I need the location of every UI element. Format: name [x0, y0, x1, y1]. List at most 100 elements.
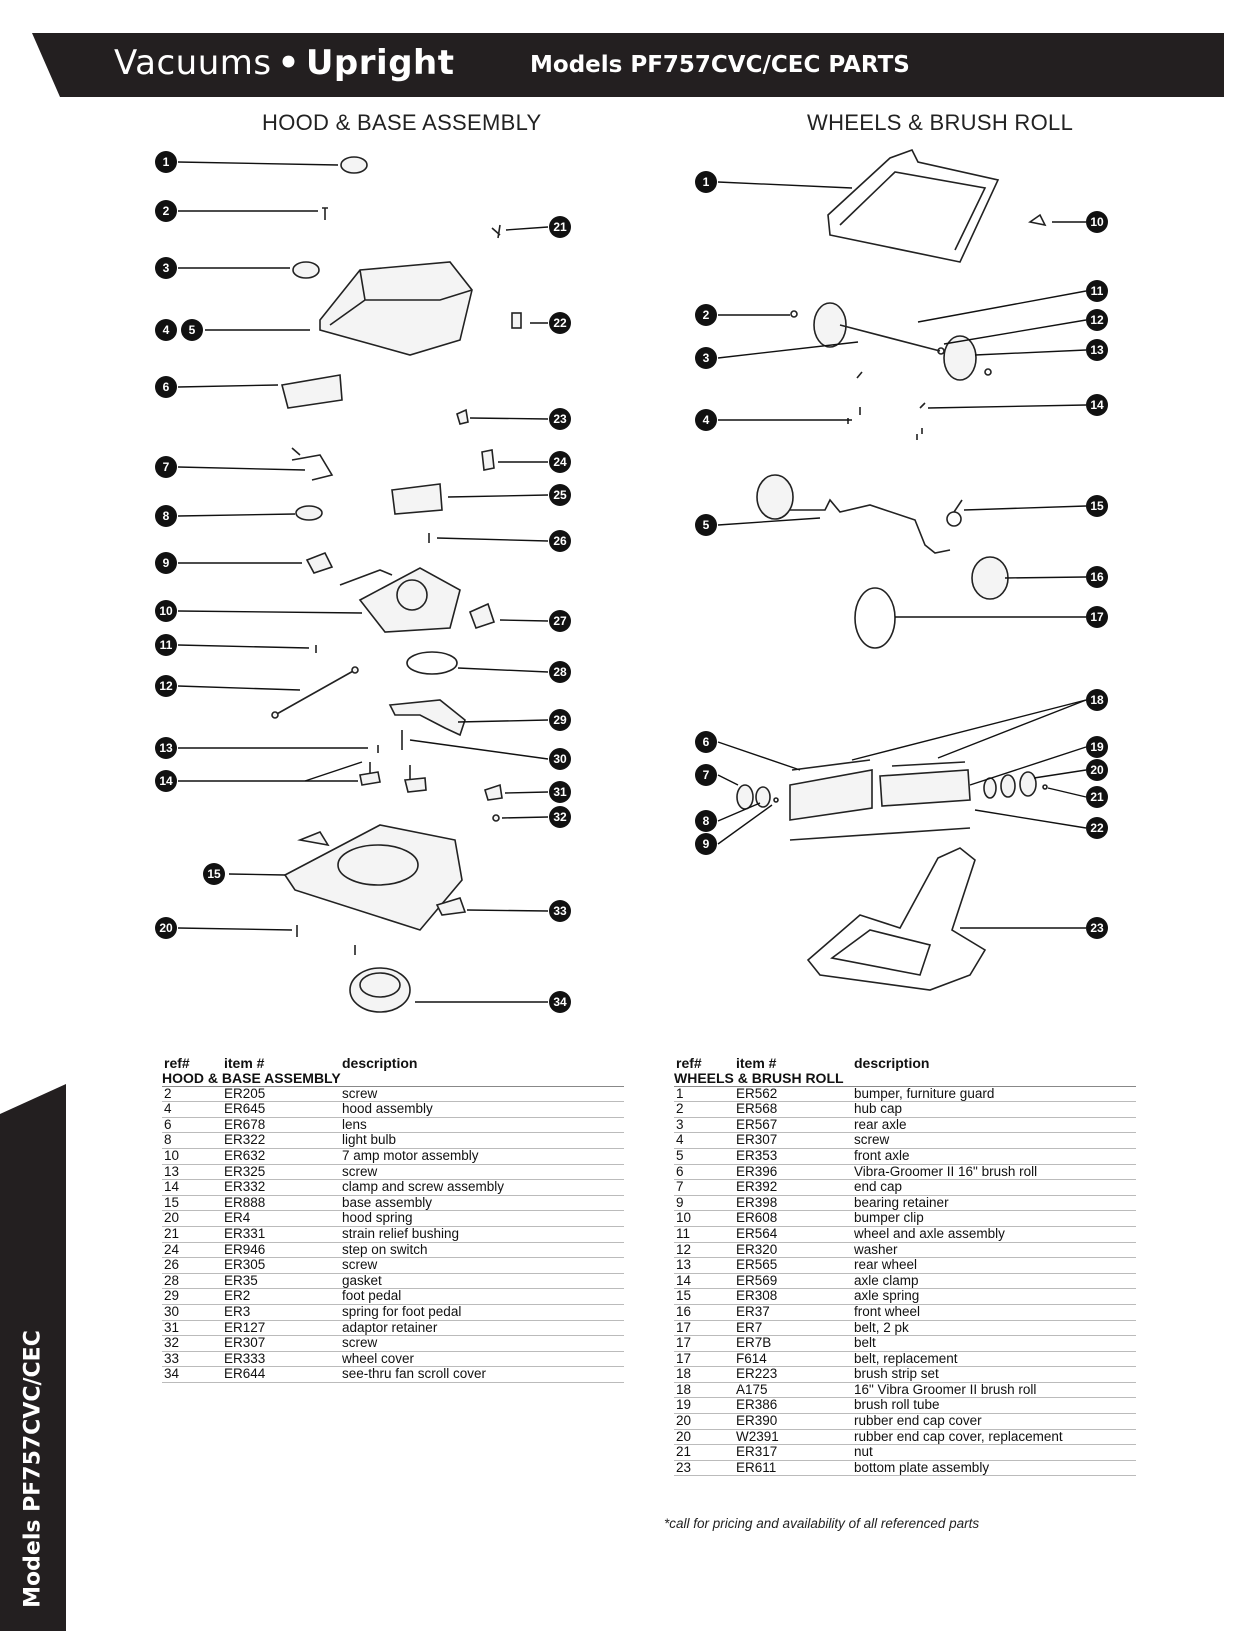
description-cell: base assembly — [342, 1195, 624, 1212]
description-cell: screw — [342, 1258, 624, 1274]
callout-badge: 19 — [1086, 736, 1108, 758]
ref-cell: 7 — [674, 1180, 736, 1196]
callout-number: 9 — [703, 837, 710, 851]
bullet-separator: • — [277, 43, 300, 83]
callout-number: 1 — [703, 175, 710, 189]
wheels-parts-drawings — [736, 149, 1048, 991]
callout-circle — [155, 319, 177, 341]
wheels-leader-lines — [717, 181, 1087, 929]
table-header: ref# item # description — [162, 1055, 624, 1071]
callout-badge: 29 — [549, 709, 571, 731]
ref-cell: 20 — [674, 1429, 736, 1446]
callout-circle — [549, 900, 571, 922]
header-banner: Vacuums•Upright Models PF757CVC/CEC PART… — [32, 33, 1224, 97]
callout-number: 4 — [703, 413, 710, 427]
item-cell: ER333 — [224, 1351, 342, 1368]
callout-badge: 30 — [549, 748, 571, 770]
callout-badge: 12 — [155, 675, 177, 697]
item-cell: ER2 — [224, 1289, 342, 1305]
callout-circle — [1086, 211, 1108, 233]
callout-number: 2 — [163, 204, 170, 218]
callout-circle — [549, 709, 571, 731]
callout-badge: 26 — [549, 530, 571, 552]
ref-cell: 32 — [162, 1335, 224, 1352]
item-cell: ER562 — [736, 1086, 854, 1103]
callout-badge: 11 — [1086, 280, 1108, 302]
callout-circle — [695, 409, 717, 431]
item-cell: ER390 — [736, 1413, 854, 1430]
callout-circle — [155, 634, 177, 656]
callout-badge: 13 — [1086, 339, 1108, 361]
ref-cell: 21 — [162, 1226, 224, 1243]
callout-circle — [155, 737, 177, 759]
callout-badge: 25 — [549, 484, 571, 506]
description-cell: strain relief bushing — [342, 1226, 624, 1243]
item-cell: ER331 — [224, 1226, 342, 1243]
item-cell: ER35 — [224, 1273, 342, 1290]
item-cell: ER305 — [224, 1258, 342, 1274]
ref-cell: 20 — [162, 1211, 224, 1227]
callout-circle — [1086, 736, 1108, 758]
callout-number: 20 — [159, 921, 173, 935]
type-label: Upright — [305, 43, 455, 83]
callout-number: 27 — [553, 614, 567, 628]
ref-cell: 5 — [674, 1148, 736, 1165]
callout-number: 32 — [553, 810, 567, 824]
item-cell: ER888 — [224, 1195, 342, 1212]
callout-number: 13 — [1090, 343, 1104, 357]
ref-cell: 11 — [674, 1226, 736, 1243]
callout-badge: 14 — [155, 770, 177, 792]
callout-badge: 31 — [549, 781, 571, 803]
callout-badge: 8 — [695, 810, 717, 832]
callout-number: 23 — [1090, 921, 1104, 935]
callout-circle — [695, 347, 717, 369]
callout-badge: 13 — [155, 737, 177, 759]
group-label: WHEELS & BRUSH ROLL — [674, 1071, 1136, 1087]
ref-cell: 2 — [162, 1086, 224, 1103]
callout-circle — [549, 781, 571, 803]
hood-parts-table: ref# item # description HOOD & BASE ASSE… — [162, 1055, 624, 1383]
description-cell: spring for foot pedal — [342, 1304, 624, 1321]
callout-circle — [155, 257, 177, 279]
callout-circle — [1086, 817, 1108, 839]
wheels-parts-table: ref# item # description WHEELS & BRUSH R… — [674, 1055, 1136, 1477]
callout-badge: 18 — [1086, 689, 1108, 711]
callout-circle — [155, 505, 177, 527]
callout-badge: 23 — [1086, 917, 1108, 939]
callout-circle — [549, 610, 571, 632]
callout-number: 12 — [159, 679, 173, 693]
description-cell: belt — [854, 1335, 1136, 1352]
wheels-section-title: WHEELS & BRUSH ROLL — [807, 110, 1074, 135]
callout-number: 7 — [703, 768, 710, 782]
ref-cell: 15 — [674, 1289, 736, 1305]
description-cell: belt, replacement — [854, 1351, 1136, 1368]
description-cell: rear axle — [854, 1117, 1136, 1134]
item-cell: ER645 — [224, 1102, 342, 1118]
ref-cell: 14 — [674, 1273, 736, 1290]
callout-number: 16 — [1090, 570, 1104, 584]
callout-badge: 14 — [1086, 394, 1108, 416]
callout-badge: 10 — [155, 600, 177, 622]
ref-cell: 17 — [674, 1335, 736, 1352]
item-cell: ER398 — [736, 1195, 854, 1212]
callout-number: 29 — [553, 713, 567, 727]
ref-cell: 17 — [674, 1320, 736, 1337]
ref-cell: 21 — [674, 1445, 736, 1461]
callout-number: 9 — [163, 556, 170, 570]
callout-badge: 4 — [695, 409, 717, 431]
ref-cell: 3 — [674, 1117, 736, 1134]
